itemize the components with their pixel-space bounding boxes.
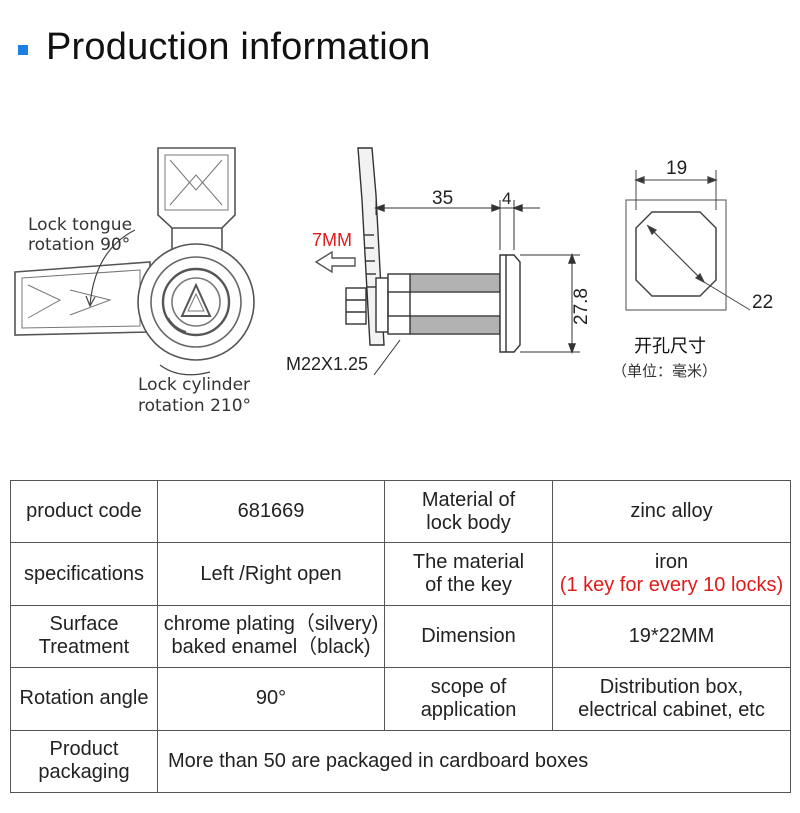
side-view <box>314 147 580 376</box>
row-value: More than 50 are packaged in cardboard b… <box>157 729 791 794</box>
lock-cylinder-rotation-label: rotation 210° <box>138 396 251 416</box>
row-value: chrome plating（silvery)baked enamel（blac… <box>157 604 385 669</box>
cutout-view <box>625 170 751 311</box>
lock-tongue-rotation-label: rotation 90° <box>28 235 130 255</box>
page-title: Production information <box>46 25 431 68</box>
dimension-4-label: 4 <box>502 189 511 208</box>
dimension-7mm-label: 7MM <box>312 230 352 250</box>
dimension-35-label: 35 <box>432 188 453 209</box>
row-label: Dimension <box>384 604 553 669</box>
technical-drawing: Lock tongue rotation 90° Lock cylinder r… <box>14 147 773 416</box>
lock-sketch <box>14 147 255 376</box>
thread-size-label: M22X1.25 <box>286 354 368 374</box>
lock-cylinder-label: Lock cylinder <box>138 375 250 395</box>
lock-tongue-label: Lock tongue <box>28 215 132 235</box>
section-header: Production information <box>18 22 431 72</box>
row-value: zinc alloy <box>552 479 791 544</box>
row-label: specifications <box>10 542 158 606</box>
dimension-27-8-label: 27.8 <box>571 288 592 325</box>
row-value: 19*22MM <box>552 604 791 669</box>
row-value: iron(1 key for every 10 locks) <box>552 542 791 606</box>
cutout-unit-label: （单位：毫米） <box>612 362 717 380</box>
row-value: Left /Right open <box>157 542 385 606</box>
dimension-22-label: 22 <box>752 292 773 313</box>
row-label: product code <box>10 479 158 544</box>
row-value: 681669 <box>157 479 385 544</box>
row-value: 90° <box>157 667 385 731</box>
row-label: Rotation angle <box>10 667 158 731</box>
dimension-19-label: 19 <box>666 158 687 179</box>
table-row: specifications Left /Right open The mate… <box>10 542 791 606</box>
cutout-size-title: 开孔尺寸 <box>634 336 706 357</box>
bullet-square-icon <box>18 45 28 55</box>
row-value: Distribution box,electrical cabinet, etc <box>552 667 791 731</box>
key-note: (1 key for every 10 locks) <box>559 574 784 597</box>
